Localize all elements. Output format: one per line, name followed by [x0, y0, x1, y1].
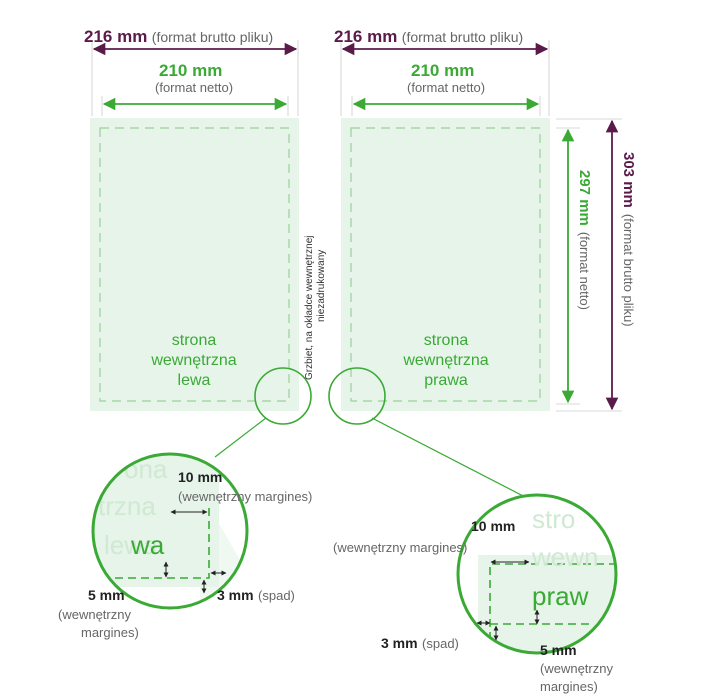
- left-inner-margin-value: 10 mm: [178, 469, 223, 485]
- right-trim-line: [350, 127, 541, 402]
- net-height-label: 297 mm(format netto): [576, 170, 593, 310]
- svg-text:stro: stro: [532, 504, 575, 534]
- left-gross-width-label: 216 mm (format brutto pliku): [84, 27, 274, 46]
- left-page: [90, 118, 299, 411]
- right-net-width-value: 210 mm: [411, 61, 475, 80]
- svg-text:wewn: wewn: [531, 542, 598, 572]
- right-zoom-circle: [456, 493, 618, 655]
- left-leader-line: [214, 417, 267, 458]
- left-zoom-circle: [91, 452, 249, 610]
- right-inner-margin-value: 10 mm: [471, 518, 516, 534]
- left-bleed-label: 3 mm (spad): [217, 587, 295, 603]
- right-net-width-note: (format netto): [407, 80, 486, 95]
- left-inner-margin-note: (wewnętrzny margines): [178, 489, 313, 504]
- right-zoom-content: stro wewn praw: [458, 495, 616, 653]
- spine-label-line2: niezadrukowany: [316, 250, 327, 322]
- right-bleed-label: 3 mm (spad): [381, 635, 459, 651]
- right-page-label: strona wewnętrzna prawa: [403, 332, 489, 389]
- spine-label-line1: Grzbiet, na okładce wewnętrznej: [304, 235, 315, 380]
- right-bottom-margin-value: 5 mm: [540, 642, 577, 658]
- gross-height-label: 303 mm(format brutto pliku): [620, 152, 637, 327]
- svg-text:trzna: trzna: [98, 491, 156, 521]
- right-inner-margin-note: (wewnętrzny margines): [333, 540, 468, 555]
- right-bottom-margin-note2: margines): [540, 679, 598, 694]
- left-net-width-value: 210 mm: [159, 61, 223, 80]
- svg-text:wa: wa: [130, 530, 165, 560]
- left-page-label: strona wewnętrzna lewa: [151, 332, 237, 389]
- left-net-width-note: (format netto): [155, 80, 234, 95]
- svg-text:lewa: lewa: [104, 530, 158, 560]
- left-bottom-margin-note1: (wewnętrzny: [58, 607, 131, 622]
- right-detail-marker: [328, 367, 386, 425]
- right-leader-line: [371, 417, 532, 501]
- extension-lines: [91, 40, 622, 412]
- right-bottom-margin-note1: (wewnętrzny: [540, 661, 613, 676]
- right-gross-width-label: 216 mm (format brutto pliku): [334, 27, 524, 46]
- left-bottom-margin-value: 5 mm: [88, 587, 125, 603]
- right-page: [341, 118, 550, 411]
- left-bottom-margin-note2: margines): [81, 625, 139, 640]
- left-trim-line: [99, 127, 290, 402]
- svg-text:praw: praw: [532, 581, 589, 611]
- left-detail-marker: [254, 367, 312, 425]
